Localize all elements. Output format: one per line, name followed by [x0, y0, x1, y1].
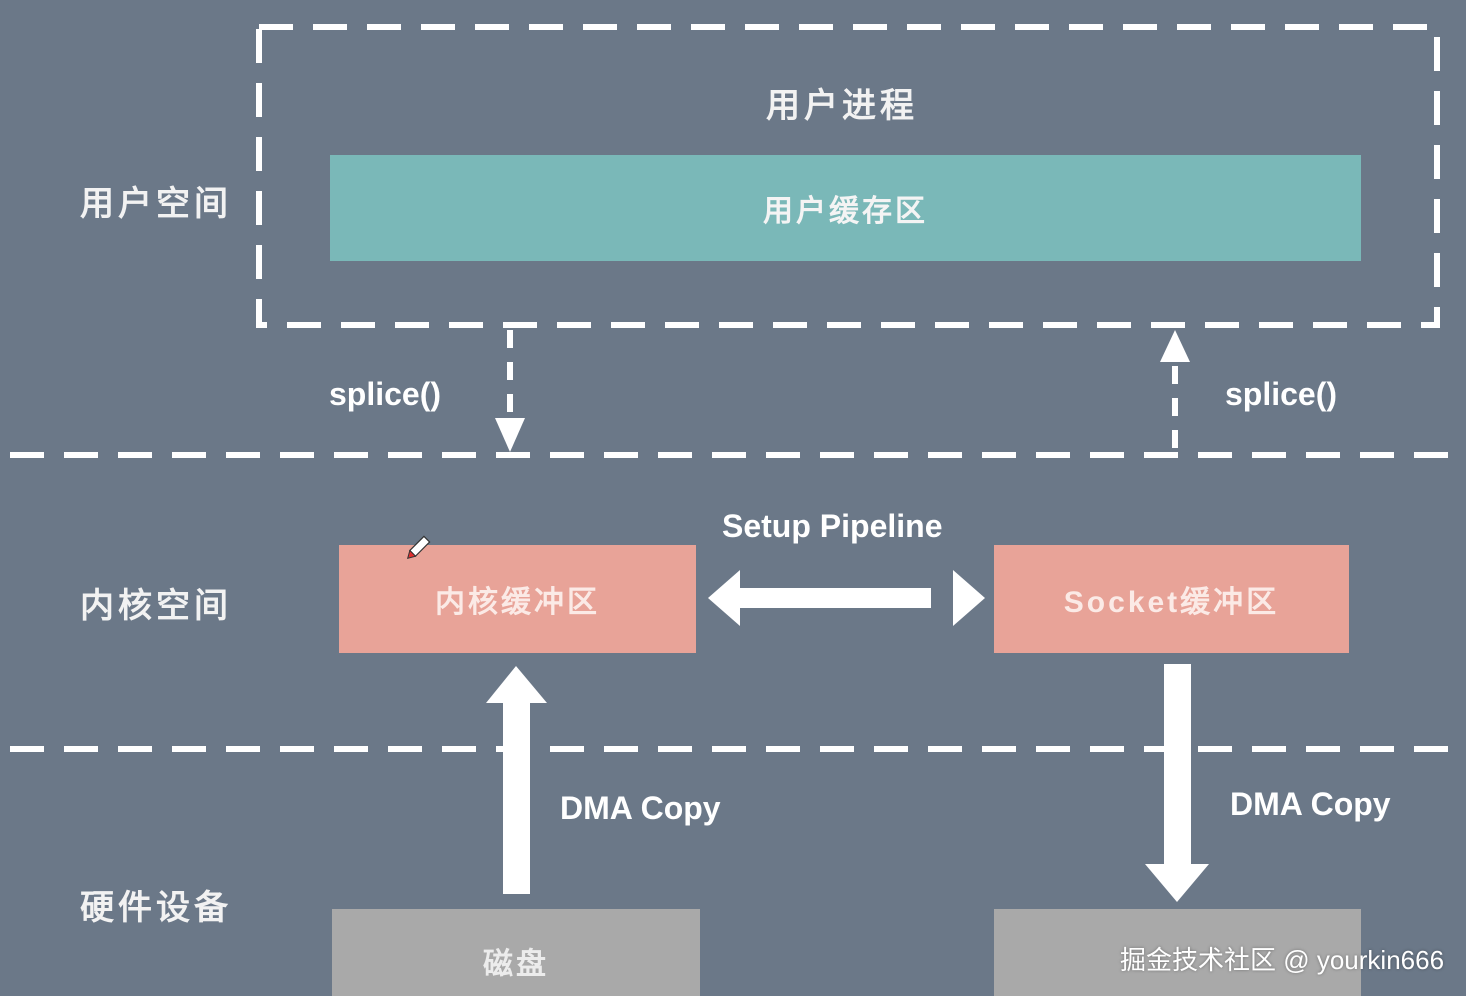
- user-buffer-box: 用户缓存区: [330, 155, 1361, 261]
- disk-label: 磁盘: [483, 948, 549, 981]
- setup-pipeline-label: Setup Pipeline: [722, 508, 943, 544]
- kernel-buffer-box: 内核缓冲区: [339, 545, 696, 653]
- watermark-text: 掘金技术社区 @ yourkin666: [1120, 945, 1445, 975]
- kernel-buffer-label: 内核缓冲区: [435, 586, 600, 619]
- disk-box: 磁盘: [332, 909, 700, 996]
- user-buffer-label: 用户缓存区: [763, 195, 928, 228]
- pencil-cursor-icon: [406, 535, 431, 560]
- dma-copy-left-label: DMA Copy: [560, 790, 721, 826]
- pipeline-double-arrow: [708, 570, 985, 626]
- dma-copy-right-label: DMA Copy: [1230, 786, 1391, 822]
- dma-right-down-arrow: [1145, 664, 1209, 902]
- splice-left-label: splice(): [329, 376, 442, 412]
- kernel-space-label: 内核空间: [80, 587, 232, 625]
- hardware-label: 硬件设备: [80, 889, 232, 927]
- splice-right-arrow: [1160, 330, 1190, 448]
- user-process-dashed-box: [256, 24, 1440, 328]
- socket-buffer-label: Socket缓冲区: [1063, 586, 1280, 619]
- splice-right-label: splice(): [1225, 376, 1338, 412]
- user-space-label: 用户空间: [80, 185, 232, 223]
- dma-left-up-arrow: [486, 666, 547, 894]
- socket-buffer-box: Socket缓冲区: [994, 545, 1349, 653]
- user-process-title: 用户进程: [766, 87, 918, 125]
- splice-left-arrow: [495, 330, 525, 452]
- network-card-box: [994, 909, 1361, 996]
